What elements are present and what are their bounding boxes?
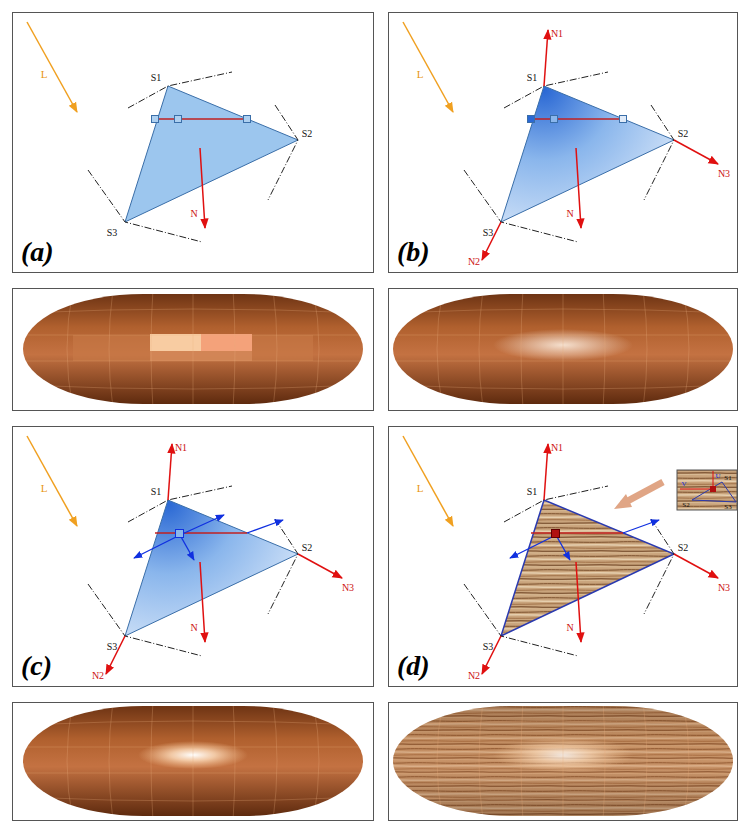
vertex-label: S1: [151, 487, 162, 497]
texture-inset: [677, 470, 737, 510]
vertex-label: S2: [682, 502, 689, 509]
axis-label: V: [681, 481, 686, 488]
torus-render-gouraud: [389, 289, 738, 411]
normal-label: N1: [551, 443, 563, 453]
vertex-label: S2: [302, 129, 313, 139]
light-label: L: [41, 69, 48, 80]
panel-letter: (b): [397, 238, 430, 266]
vertex-label: S2: [678, 543, 689, 553]
axis-label: U: [715, 473, 720, 480]
normal-label: N2: [468, 257, 480, 267]
vertex-label: S3: [483, 642, 494, 652]
light-label: L: [417, 483, 424, 494]
normal-label: N: [566, 623, 573, 633]
vertex-label: S1: [151, 73, 162, 83]
panel-a-art: [27, 22, 298, 242]
torus-render-textured: [389, 701, 738, 821]
vertex-label: S3: [724, 504, 731, 511]
panel-b-art: [403, 22, 718, 260]
vertex-label: S2: [678, 129, 689, 139]
vertex-label: S3: [107, 642, 118, 652]
vertex-label: S3: [107, 228, 118, 238]
panel-c-art: [27, 436, 342, 674]
vertex-label: S1: [527, 73, 538, 83]
normal-label: N3: [342, 583, 354, 593]
vertex-label: S1: [724, 475, 731, 482]
torus-render-flat: [13, 289, 374, 411]
torus-render-phong: [13, 701, 374, 821]
light-label: L: [417, 69, 424, 80]
panel-frame: (a): [12, 12, 374, 273]
panel-frame: (c): [12, 426, 374, 687]
vertex-label: S2: [302, 543, 313, 553]
vertex-label: S3: [483, 228, 494, 238]
panel-frame: (d): [388, 426, 738, 687]
panel-letter: (c): [21, 652, 52, 680]
normal-label: N: [190, 209, 197, 219]
vertex-label: S1: [527, 487, 538, 497]
normal-label: N1: [175, 443, 187, 453]
normal-label: N: [566, 209, 573, 219]
light-label: L: [41, 483, 48, 494]
normal-label: N2: [468, 671, 480, 681]
normal-label: N1: [551, 29, 563, 39]
panel-letter: (a): [21, 238, 54, 266]
panel-letter: (d): [397, 652, 430, 680]
normal-label: N3: [718, 169, 730, 179]
panel-frame: (b): [388, 12, 738, 273]
normal-label: N3: [718, 583, 730, 593]
normal-label: N: [190, 623, 197, 633]
normal-label: N2: [92, 671, 104, 681]
panel-d-art: [403, 436, 718, 674]
